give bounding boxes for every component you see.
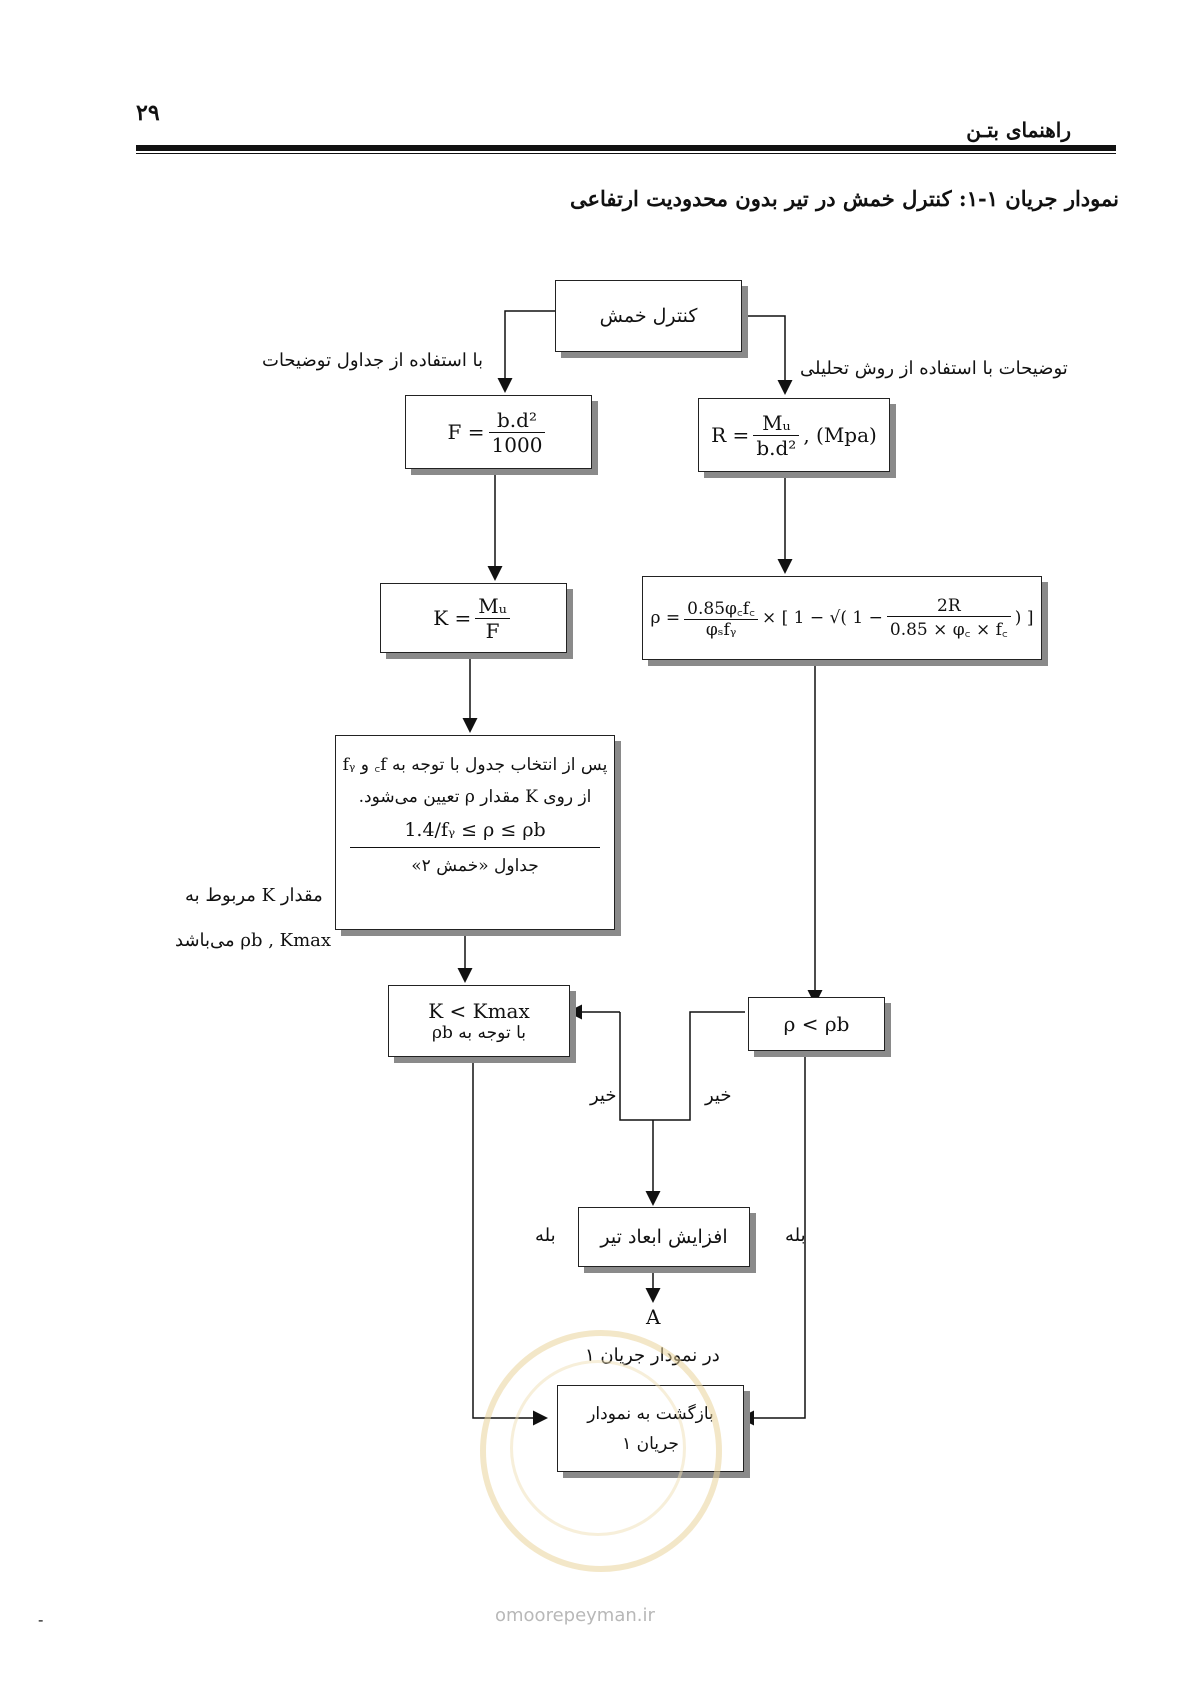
box-R: R = Mᵤ b.d² , (Mpa) [698,398,890,472]
side-note-2: ρb , Kmax می‌باشد [175,930,332,951]
K-fraction: Mᵤ F [475,594,510,643]
watermark-gear-icon [510,1360,686,1536]
watermark-seal-icon [480,1330,722,1572]
R-num: Mᵤ [753,411,800,436]
rho-fraction-1: 0.85φ꜀f꜀ φₛfᵧ [684,596,758,640]
connector-A: A [646,1305,661,1329]
header-rule [136,145,1116,151]
arrow-start-to-F [497,310,555,393]
box-rho: ρ = 0.85φ꜀f꜀ φₛfᵧ × [ 1 − √( 1 − 2R 0.85… [642,576,1042,660]
R-den: b.d² [756,435,797,460]
yes-label-left: بله [535,1225,556,1246]
rho-num-2: 2R [886,596,1011,617]
rho-mid: × [ 1 − √( 1 − [761,608,883,628]
rhob-label: ρ < ρb [783,1012,850,1036]
rho-num-1: 0.85φ꜀f꜀ [684,596,758,620]
arrow-yes-right-to-return [739,1047,806,1426]
left-method-note: با استفاده از جداول توضیحات [262,350,484,371]
table-line-4: جداول «خمش ۲» [411,856,539,876]
rho-den-2: 0.85 × φ꜀ × f꜀ [889,620,1008,640]
rho-fraction-2: 2R 0.85 × φ꜀ × f꜀ [886,596,1011,640]
F-lhs: F = [447,420,485,444]
rho-lhs: ρ = [650,608,681,628]
figure-caption: نمودار جریان ۱-۱: کنترل خمش در تیر بدون … [569,186,1119,211]
rho-den-1: φₛfᵧ [705,620,737,640]
K-den: F [485,618,500,643]
K-num: Mᵤ [475,594,510,619]
table-box: پس از انتخاب جدول با توجه به f꜀ و fᵧ از … [335,735,615,930]
F-den: 1000 [491,432,543,457]
R-unit: , (Mpa) [803,423,877,447]
book-title: راهنمای بتـن [966,118,1071,142]
start-label: کنترل خمش [599,305,698,327]
rho-tail: ) ] [1014,608,1034,628]
increase-box: افزایش ابعاد تیر [578,1207,750,1267]
Kmax-line-1: K < Kmax [428,999,530,1023]
site-watermark: omoorepeyman.ir [495,1605,655,1626]
right-method-note: توضیحات با استفاده از روش تحلیلی [800,358,1068,379]
increase-label: افزایش ابعاد تیر [600,1226,728,1248]
box-K: K = Mᵤ F [380,583,567,653]
no-label-right: خیر [705,1085,732,1106]
arrow-start-to-R [742,315,793,395]
box-rhob: ρ < ρb [748,997,885,1051]
table-line-3: 1.4/fᵧ ≤ ρ ≤ ρb [404,819,546,841]
table-line-2: از روی K مقدار ρ تعیین می‌شود. [358,787,592,807]
margin-dash: - [38,1610,44,1629]
K-lhs: K = [433,606,472,630]
R-lhs: R = [711,423,750,447]
box-F: F = b.d² 1000 [405,395,592,469]
Kmax-line-2: با توجه به ρb [432,1023,526,1043]
box-Kmax: K < Kmax با توجه به ρb [388,985,570,1057]
table-line-1: پس از انتخاب جدول با توجه به f꜀ و fᵧ [342,755,608,775]
table-divider [349,847,601,848]
side-note-1: مقدار K مربوط به [185,885,323,906]
page-number: ۲۹ [136,100,160,126]
line-no-join [619,1011,745,1121]
F-fraction: b.d² 1000 [488,408,546,457]
F-num: b.d² [488,408,546,433]
no-label-left: خیر [590,1085,617,1106]
R-fraction: Mᵤ b.d² [753,411,800,460]
header-rule-thin [136,153,1116,154]
yes-label-right: بله [785,1225,806,1246]
start-box: کنترل خمش [555,280,742,352]
